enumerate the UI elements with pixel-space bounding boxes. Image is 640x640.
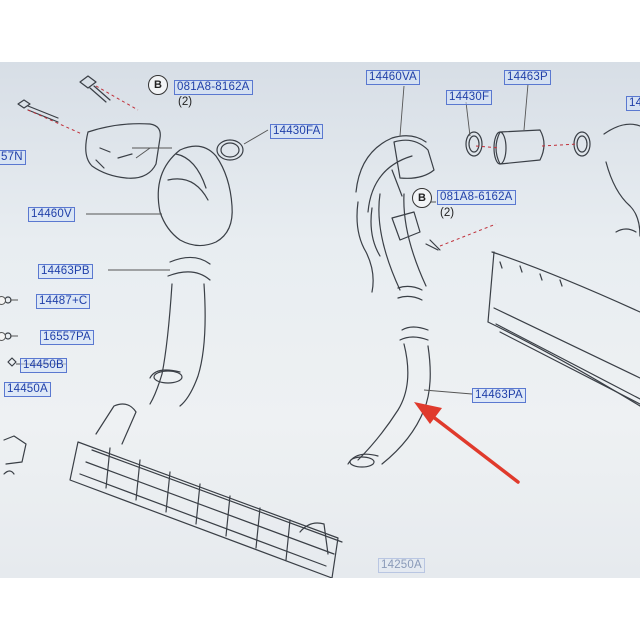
hose-14463p <box>465 129 591 165</box>
label-14463pa: 14463PA <box>472 388 526 403</box>
frame-rail-right <box>487 251 640 407</box>
label-14460va: 14460VA <box>366 70 420 85</box>
qty-right: (2) <box>440 207 455 219</box>
label-14250a: 14250A <box>378 558 425 573</box>
bolt-left-top <box>17 99 59 123</box>
clamp-14430fa <box>216 139 244 161</box>
bracket-mid-right <box>391 211 441 251</box>
intercooler-core <box>69 403 343 578</box>
pipe-14460va <box>355 135 435 301</box>
pipe-right-edge <box>603 123 640 237</box>
label-14450a: 14450A <box>4 382 51 397</box>
label-14-edge: 14 <box>626 96 640 111</box>
label-14450b: 14450B <box>20 358 67 373</box>
diagram-screen: B (2) B (2) 081A8-8162A 081A8-6162A 1446… <box>0 62 640 578</box>
qty-left: (2) <box>178 96 193 108</box>
bolt-left-screw <box>79 75 111 103</box>
part-marker-14487c <box>0 296 6 305</box>
label-bolt-left: 081A8-8162A <box>174 80 253 95</box>
label-14430f: 14430F <box>446 90 493 105</box>
part-marker-16557pa <box>0 332 6 341</box>
label-14463p: 14463P <box>504 70 551 85</box>
label-bolt-right: 081A8-6162A <box>437 190 516 205</box>
label-57n: 57N <box>0 150 26 165</box>
label-14430fa: 14430FA <box>270 124 324 139</box>
label-16557pa: 16557PA <box>40 330 94 345</box>
red-pointer-arrow <box>414 402 520 484</box>
hose-14463pb <box>149 256 211 407</box>
hose-14463pa <box>347 326 431 468</box>
callout-b-right: B <box>412 188 432 208</box>
duct-14460v <box>157 145 233 247</box>
label-14463pb: 14463PB <box>38 264 93 279</box>
label-14487c: 14487+C <box>36 294 91 309</box>
label-14460v: 14460V <box>28 207 75 222</box>
bracket-left <box>85 123 161 179</box>
callout-b-left: B <box>148 75 168 95</box>
intercooler-hose-line-art <box>3 75 640 578</box>
